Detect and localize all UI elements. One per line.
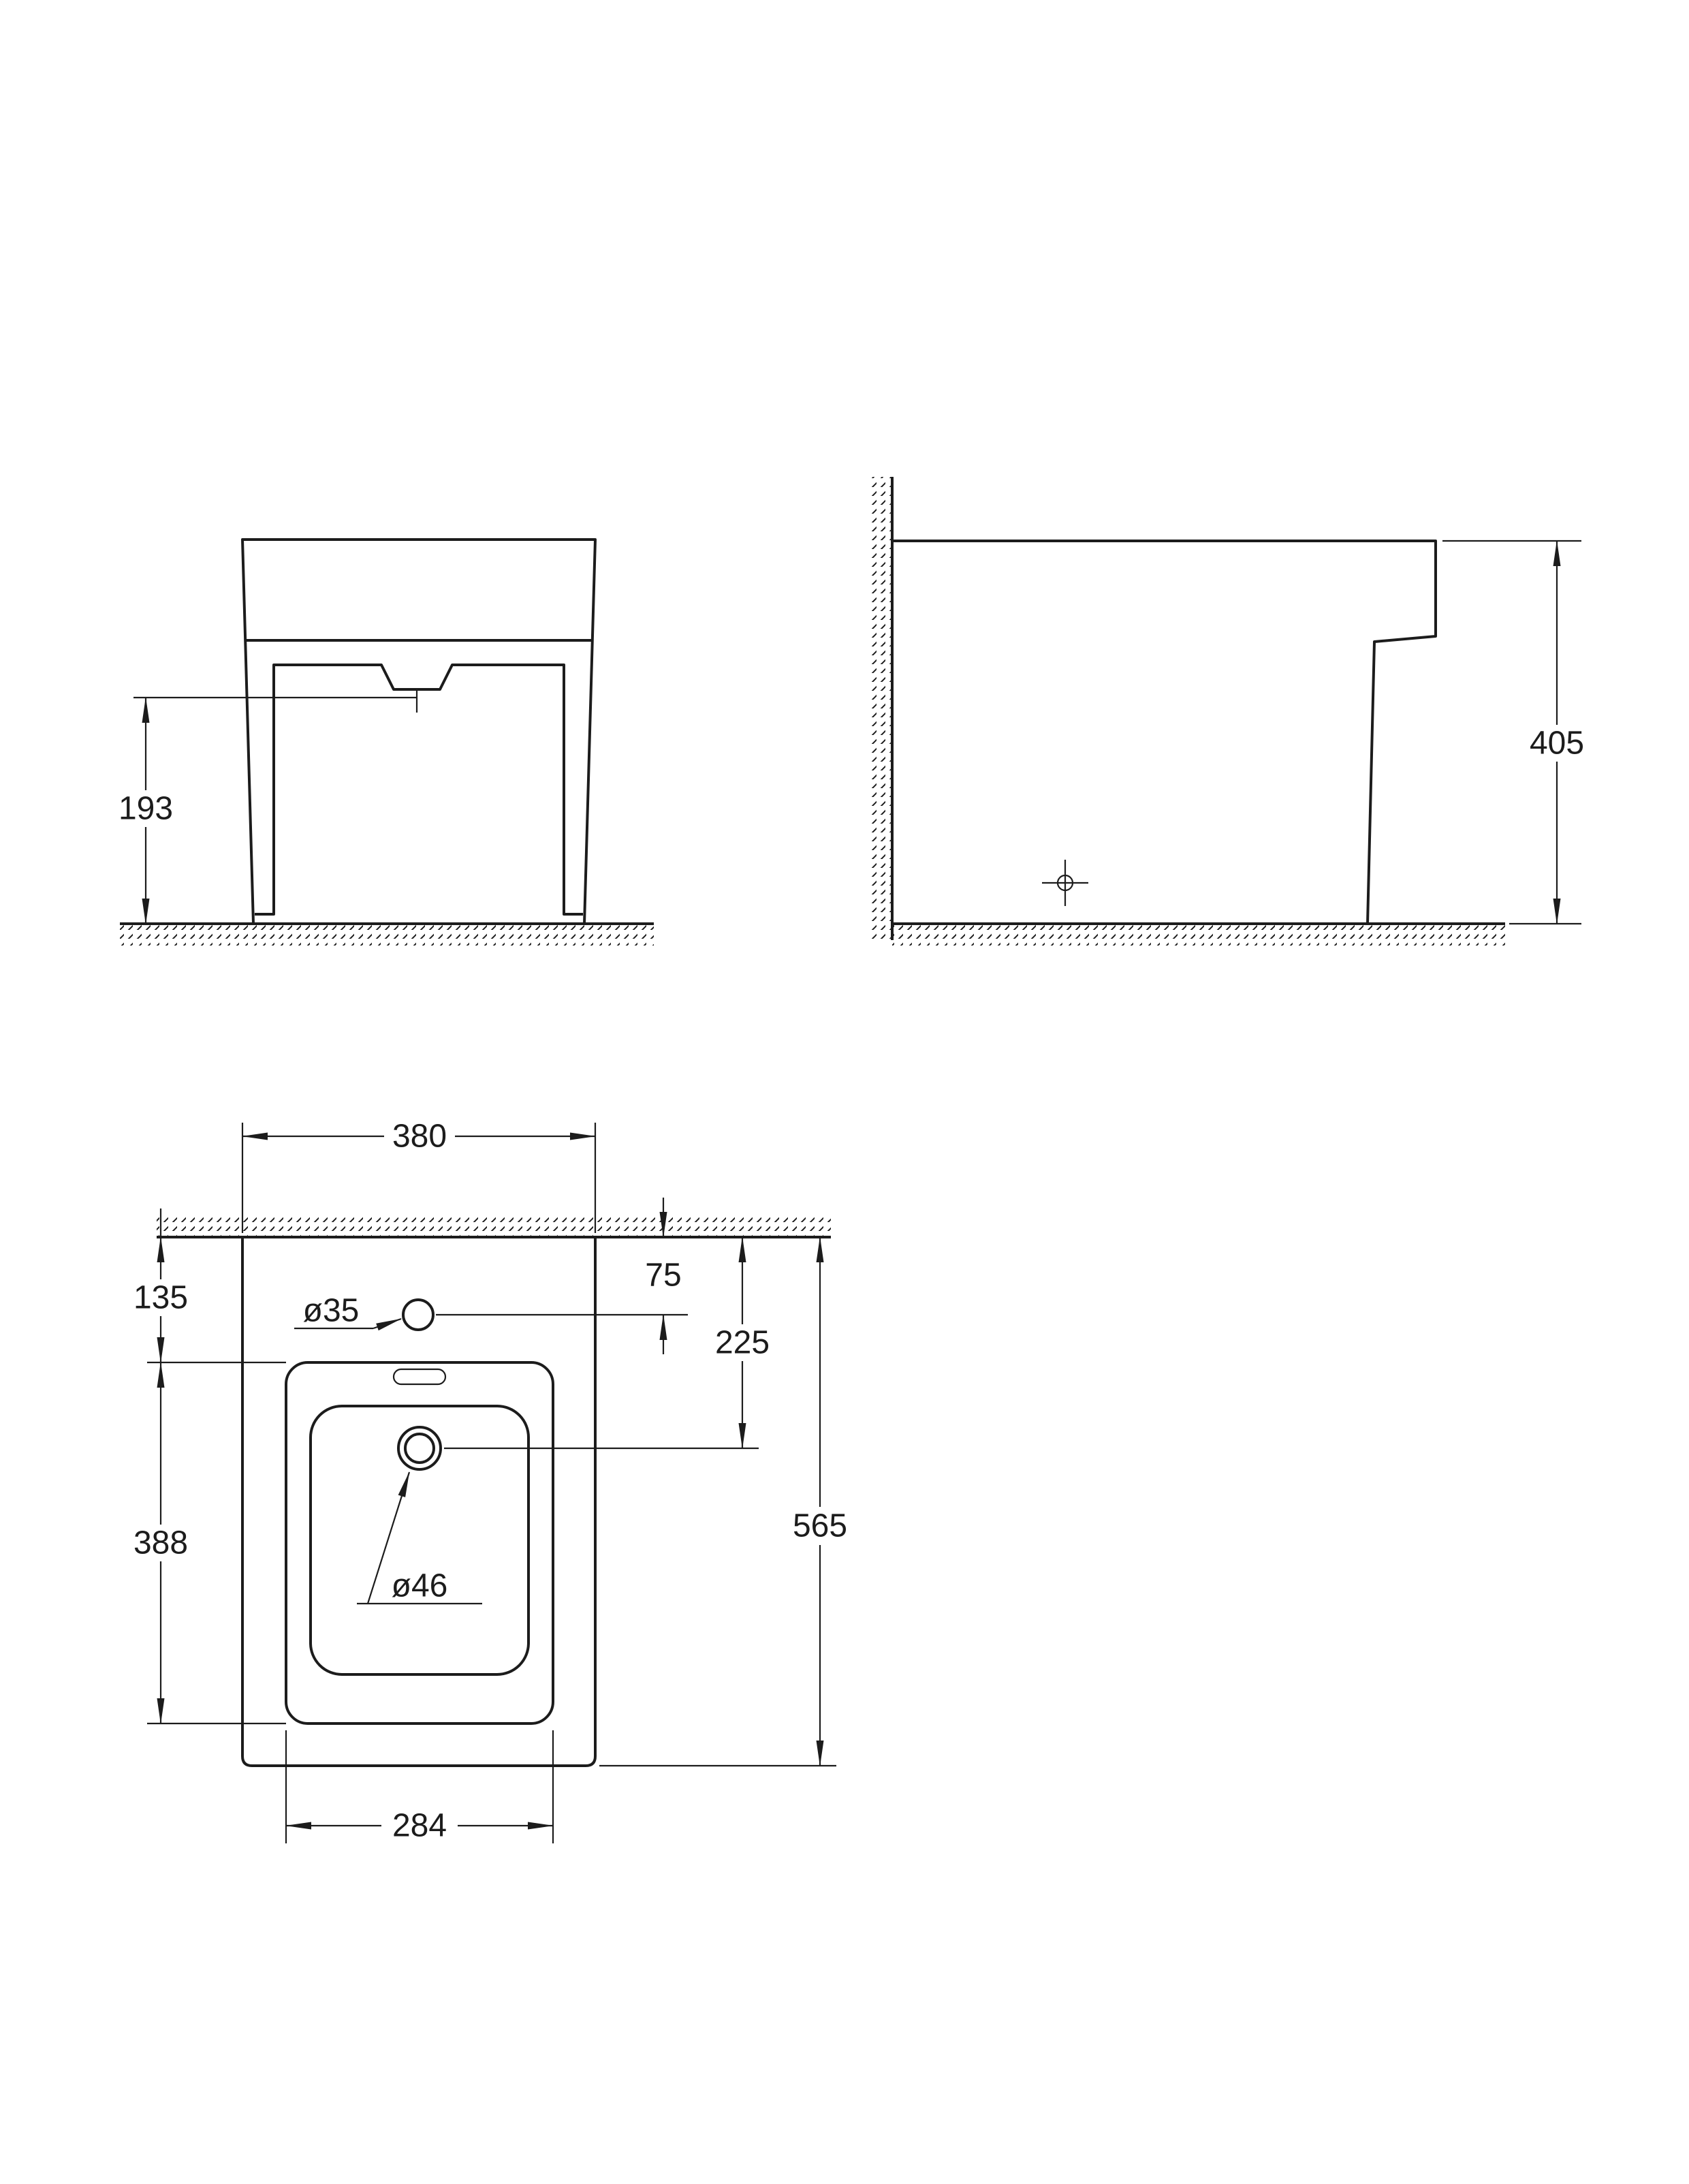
front-body-outline <box>241 538 597 924</box>
plan-wall-hatch <box>157 1217 831 1236</box>
side-wall-hatch <box>872 477 892 940</box>
dimension-front-spout-height: 193 <box>119 696 417 924</box>
side-view: 405 <box>872 477 1584 946</box>
front-view: 193 <box>119 538 654 946</box>
dimension-plan-wall-to-rim: 135 <box>133 1208 188 1363</box>
side-ground-hatch <box>892 925 1505 946</box>
dimension-side-overall-height: 405 <box>1442 540 1584 925</box>
dim-284-label: 284 <box>392 1808 447 1844</box>
plan-drain-hole-outer <box>397 1426 442 1471</box>
dimension-plan-rim-width: 284 <box>285 1730 554 1844</box>
dimension-plan-drain-offset: 225 <box>444 1236 770 1450</box>
plan-rim-outline <box>285 1361 554 1725</box>
side-body-profile <box>894 540 1437 924</box>
dimension-plan-overall-depth: 565 <box>599 1236 847 1767</box>
side-fixing-point-mark <box>1042 860 1088 906</box>
dimension-plan-tap-hole-offset: 75 <box>436 1198 688 1354</box>
dimension-plan-overall-width: 380 <box>241 1119 597 1233</box>
dim-405-label: 405 <box>1530 726 1584 762</box>
front-pedestal-outline <box>255 664 583 916</box>
plan-tap-hole <box>402 1298 435 1331</box>
label-drain-diameter: ø46 <box>357 1471 482 1605</box>
fixing-point-cross <box>1042 860 1088 906</box>
front-ground-hatch <box>120 925 654 946</box>
dim-135-label: 135 <box>133 1280 188 1316</box>
dim-380-label: 380 <box>392 1119 447 1155</box>
plan-bowl-outline <box>309 1405 530 1676</box>
dia-46-leader-line <box>366 1471 411 1604</box>
plan-view: ø35 ø46 380 135 388 <box>133 1119 847 1844</box>
plan-drain-hole-inner <box>404 1433 435 1464</box>
dia-46-label: ø46 <box>392 1568 448 1604</box>
dim-388-label: 388 <box>133 1525 188 1561</box>
dim-225-label: 225 <box>715 1325 770 1361</box>
dim-565-label: 565 <box>793 1508 847 1544</box>
plan-overflow-slot <box>392 1368 447 1386</box>
label-tap-hole-diameter: ø35 <box>294 1293 402 1331</box>
dim-75-label: 75 <box>645 1258 681 1294</box>
dim-193-label: 193 <box>119 791 173 827</box>
dimension-plan-rim-length: 388 <box>133 1361 286 1725</box>
plan-body-outline <box>241 1237 597 1767</box>
dia-35-label: ø35 <box>303 1293 360 1329</box>
dia-35-leader-line <box>373 1317 402 1331</box>
